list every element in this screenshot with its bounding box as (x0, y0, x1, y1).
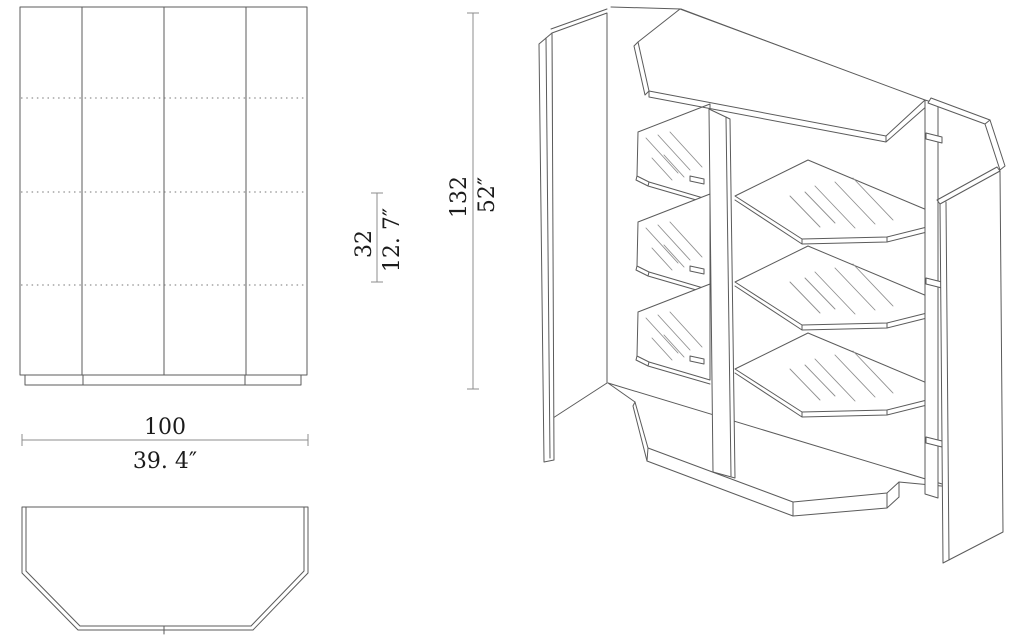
dimension-height: 132 52″ (447, 12, 500, 390)
cabinet-outline (19, 6, 308, 376)
shelf-support-tab (689, 175, 705, 185)
spacing-dim-line (371, 192, 383, 283)
height-cm-label: 132 (447, 176, 472, 218)
glass-shelf-right-1 (734, 159, 928, 245)
spacing-inch-label: 12. 7″ (380, 208, 405, 272)
shelf-thickness (635, 265, 711, 295)
center-divider (708, 108, 736, 479)
glass-hatch (645, 221, 703, 271)
glass-hatch (645, 311, 703, 361)
glass-shelf-left-3 (635, 283, 711, 385)
glass-shelf-left-2 (635, 193, 711, 295)
corner-panel-edge (984, 119, 991, 125)
right-door-edge-line (945, 201, 950, 561)
right-door-top-band (936, 166, 1001, 205)
shelf-support-tab (689, 355, 705, 365)
width-dim-line (21, 434, 309, 446)
dimension-shelf-spacing: 32 12. 7″ (352, 192, 405, 283)
shelf-surface (734, 159, 928, 240)
plan-inner-outline (25, 506, 305, 627)
front-view (19, 6, 308, 386)
glass-shelf-right-3 (734, 332, 928, 418)
top-panel-thickness (633, 41, 929, 143)
width-cm-label: 100 (144, 415, 186, 440)
isometric-view (538, 6, 1006, 564)
spacing-cm-label: 32 (352, 230, 377, 258)
glass-hatch (789, 177, 894, 229)
right-door (936, 166, 1004, 564)
top-view (21, 506, 309, 635)
width-inch-label: 39. 4″ (133, 449, 197, 474)
top-panel-face (637, 8, 926, 137)
shelf-support-tab (689, 265, 705, 275)
shelf-surface (734, 245, 928, 326)
left-side-face (551, 12, 608, 419)
divider-edge-line (725, 116, 732, 477)
glass-hatch (789, 263, 894, 315)
dimension-width: 100 39. 4″ (21, 415, 309, 474)
left-door (538, 32, 555, 463)
base-corner-ticks (632, 401, 900, 517)
right-door-face (939, 170, 1004, 564)
height-dim-line (467, 12, 479, 390)
left-side-top-edge (550, 8, 608, 30)
plinth-outline (24, 374, 302, 386)
door-divider-lines (81, 6, 247, 376)
glass-shelf-left-1 (635, 103, 711, 205)
right-corner-panel (927, 97, 1006, 171)
divider-front-face (708, 108, 736, 479)
plan-outer-outline (21, 506, 309, 631)
shelf-surface (734, 332, 928, 413)
top-panel (633, 8, 929, 143)
glass-hatch (645, 131, 703, 181)
left-side-panel (550, 8, 608, 419)
left-door-face (538, 32, 555, 463)
shelf-thickness (635, 355, 711, 385)
height-inch-label: 52″ (475, 177, 500, 213)
left-door-edge-line (545, 37, 551, 459)
hinge-tab-top (925, 132, 943, 144)
right-side-panel (924, 99, 943, 499)
corner-panel-face (927, 97, 1006, 171)
glass-shelf-right-2 (734, 245, 928, 331)
shelf-thickness (635, 175, 711, 205)
glass-hatch (789, 350, 894, 402)
